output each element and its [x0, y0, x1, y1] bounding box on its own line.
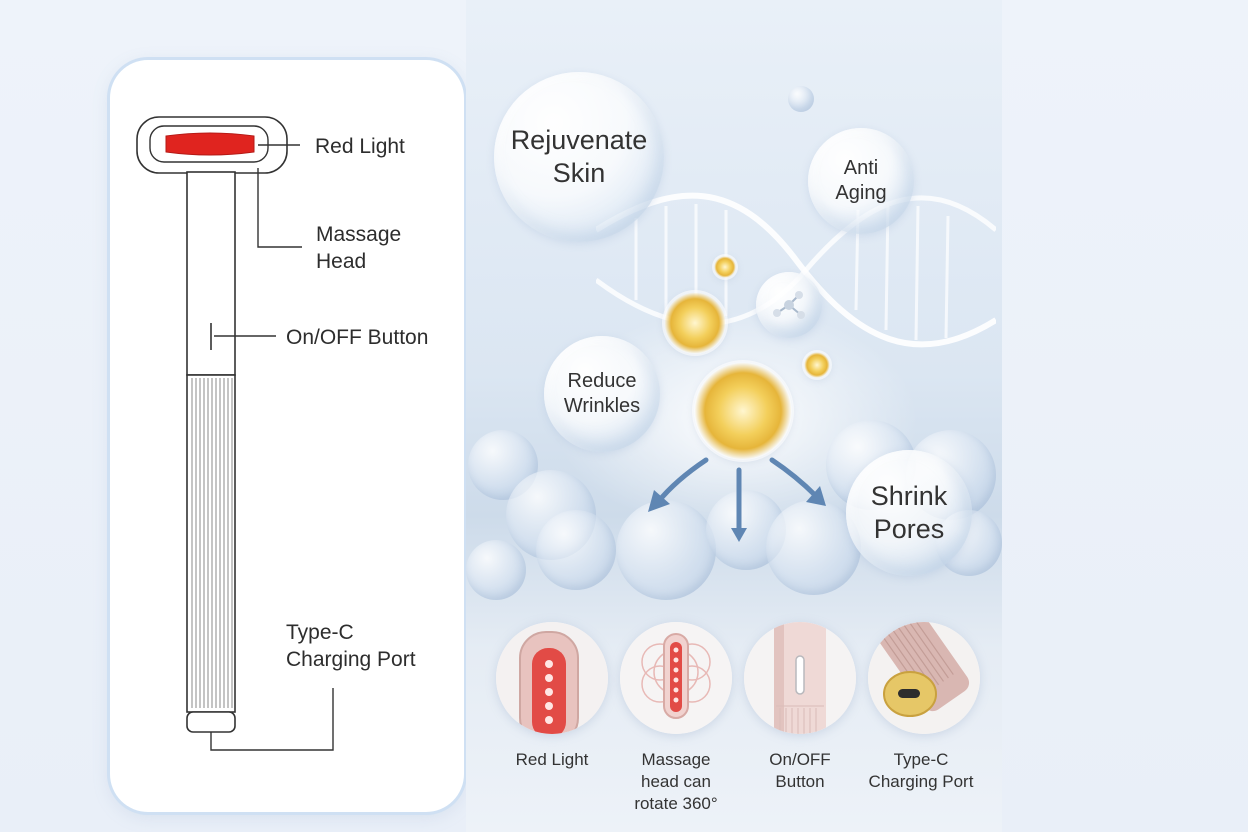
cell-bubble	[616, 500, 716, 600]
benefit-anti-aging: Anti Aging	[808, 128, 914, 234]
cell-bubble	[766, 500, 861, 595]
usb-c-port-icon	[868, 622, 980, 734]
label-type-c-port: Type-C Charging Port	[286, 621, 416, 671]
cell-bubble	[536, 510, 616, 590]
caption-type-c-port: Type-C Charging Port	[868, 750, 974, 791]
cell-bubble	[466, 540, 526, 600]
red-light-closeup-icon	[496, 622, 608, 734]
benefit-reduce-wrinkles: Reduce Wrinkles	[544, 336, 660, 452]
serum-drop-large-icon	[694, 362, 792, 460]
rotating-head-icon	[620, 622, 732, 734]
caption-rotating-head: Massage head can rotate 360°	[634, 750, 718, 813]
small-bubble	[788, 86, 814, 112]
photo-type-c-port	[868, 622, 980, 734]
benefit-shrink-pores: Shrink Pores	[846, 450, 972, 576]
serum-drop-icon	[714, 256, 736, 278]
photo-on-off-button	[744, 622, 856, 734]
serum-drop-icon	[664, 292, 726, 354]
power-button-icon	[744, 622, 856, 734]
photo-red-light	[496, 622, 608, 734]
device-diagram-card	[110, 60, 464, 812]
arrows-into-skin-icon	[648, 457, 826, 542]
serum-drop-icon	[804, 352, 830, 378]
caption-red-light: Red Light	[515, 750, 589, 769]
molecule-icon	[756, 272, 822, 338]
label-red-light: Red Light	[315, 135, 405, 158]
label-on-off-button: On/OFF Button	[286, 326, 429, 349]
benefit-rejuvenate-skin: Rejuvenate Skin	[494, 72, 664, 242]
label-massage-head: Massage Head	[316, 223, 402, 273]
photo-rotating-head	[620, 622, 732, 734]
caption-on-off-button: On/OFF Button	[769, 750, 831, 791]
benefits-panel: Rejuvenate Skin Anti Aging Reduce Wrinkl…	[466, 0, 1002, 832]
